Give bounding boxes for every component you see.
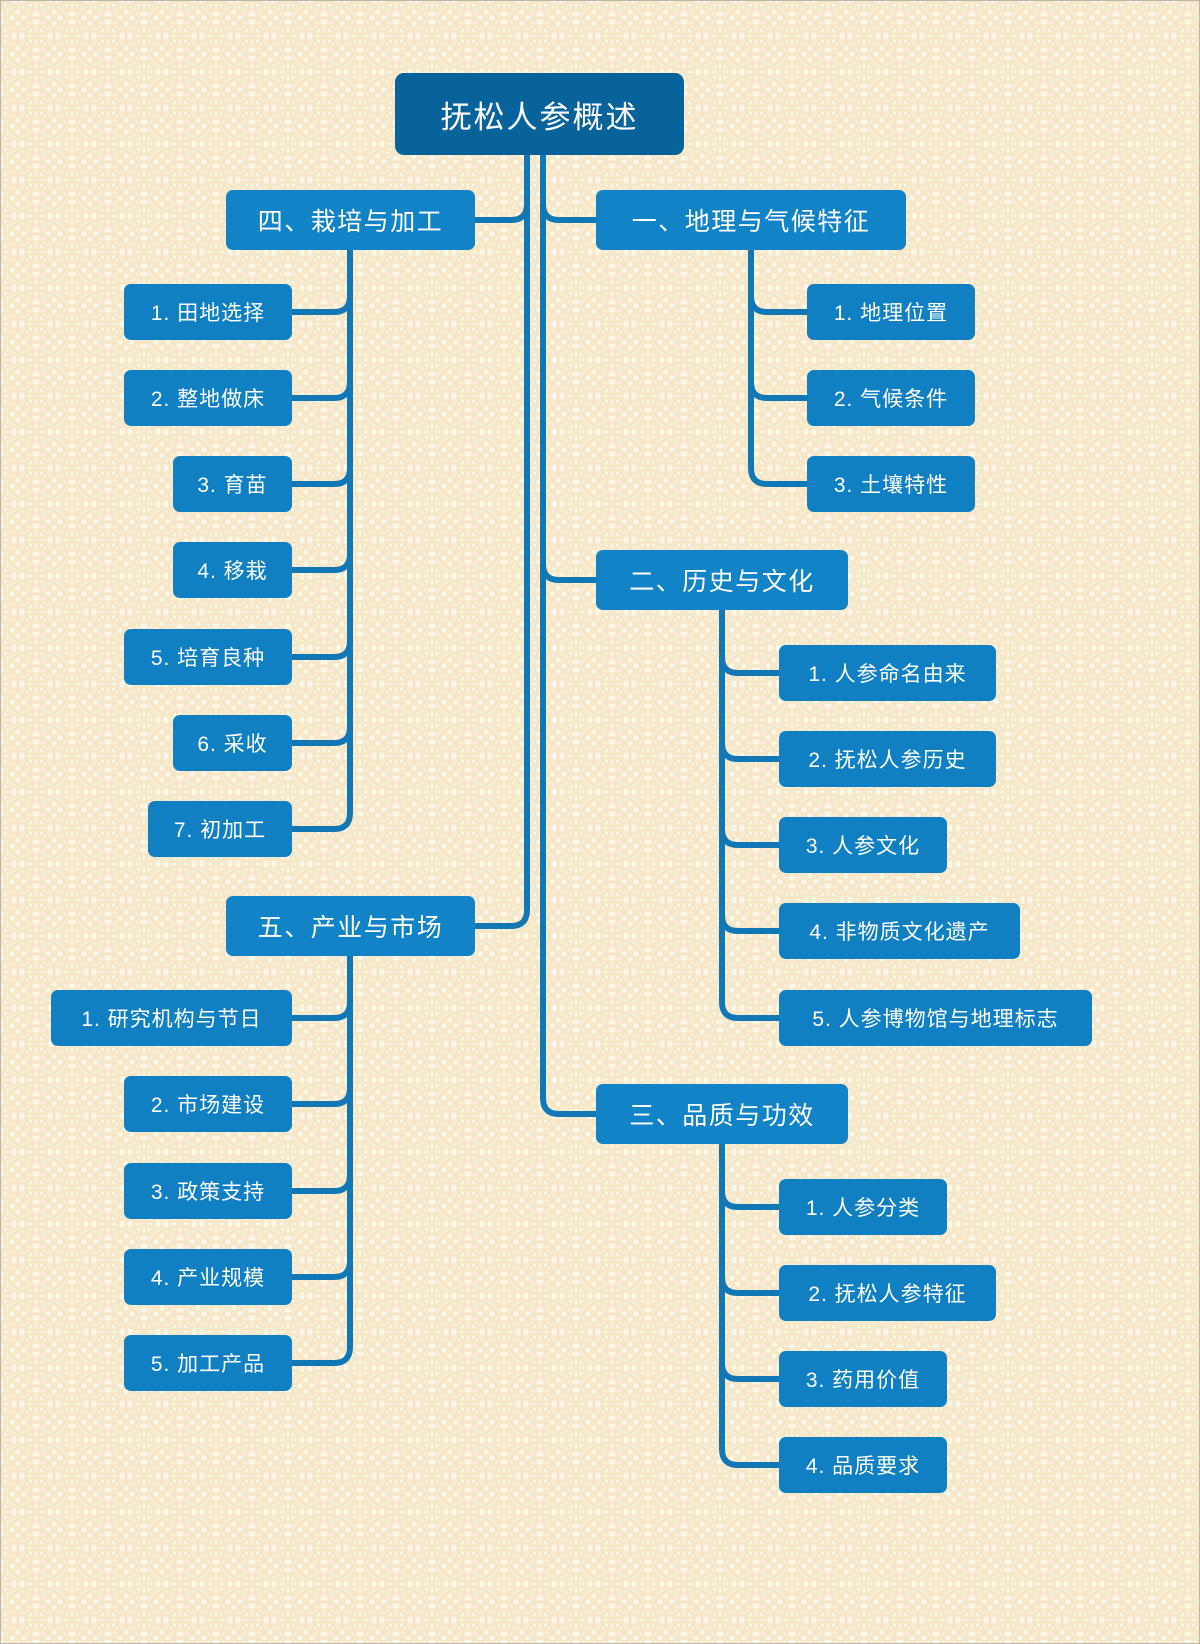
leaf-node-5-5[interactable]: 5. 加工产品 [124, 1335, 292, 1391]
leaf-node-3-3[interactable]: 3. 药用价值 [779, 1351, 947, 1407]
leaf-node-5-5-label: 5. 加工产品 [150, 1353, 266, 1376]
leaf-node-4-6-label: 6. 采收 [197, 733, 268, 756]
root-node[interactable]: 抚松人参概述 [395, 73, 684, 155]
leaf-node-1-1[interactable]: 1. 地理位置 [807, 284, 975, 340]
leaf-node-2-1[interactable]: 1. 人参命名由来 [779, 645, 996, 701]
branch-node-5-label: 五、产业与市场 [257, 914, 444, 942]
leaf-node-4-4-label: 4. 移栽 [197, 560, 268, 583]
leaf-node-5-4[interactable]: 4. 产业规模 [124, 1249, 292, 1305]
leaf-node-2-2[interactable]: 2. 抚松人参历史 [779, 731, 996, 787]
leaf-node-2-3-label: 3. 人参文化 [805, 835, 921, 858]
leaf-node-2-2-label: 2. 抚松人参历史 [808, 749, 967, 772]
leaf-node-3-2-label: 2. 抚松人参特征 [808, 1283, 967, 1306]
leaf-node-3-4-label: 4. 品质要求 [805, 1455, 921, 1478]
leaf-node-4-6[interactable]: 6. 采收 [173, 715, 292, 771]
leaf-node-1-2[interactable]: 2. 气候条件 [807, 370, 975, 426]
leaf-node-3-2[interactable]: 2. 抚松人参特征 [779, 1265, 996, 1321]
leaf-node-3-1-label: 1. 人参分类 [805, 1197, 921, 1220]
leaf-node-2-3[interactable]: 3. 人参文化 [779, 817, 947, 873]
leaf-node-4-7-label: 7. 初加工 [173, 819, 267, 842]
leaf-node-1-3-label: 3. 土壤特性 [833, 474, 949, 497]
branch-node-2-label: 二、历史与文化 [629, 568, 815, 596]
leaf-node-5-3[interactable]: 3. 政策支持 [124, 1163, 292, 1219]
leaf-node-4-3-label: 3. 育苗 [197, 474, 268, 497]
leaf-node-4-1[interactable]: 1. 田地选择 [124, 284, 292, 340]
leaf-node-5-2-label: 2. 市场建设 [150, 1094, 266, 1117]
branch-node-1-label: 一、地理与气候特征 [631, 208, 871, 236]
leaf-node-4-7[interactable]: 7. 初加工 [148, 801, 292, 857]
leaf-node-3-3-label: 3. 药用价值 [805, 1369, 921, 1392]
leaf-node-3-1[interactable]: 1. 人参分类 [779, 1179, 947, 1235]
branch-node-1[interactable]: 一、地理与气候特征 [596, 190, 906, 250]
leaf-node-2-1-label: 1. 人参命名由来 [808, 663, 967, 686]
root-node-label: 抚松人参概述 [440, 99, 639, 135]
leaf-node-5-1-label: 1. 研究机构与节日 [81, 1008, 262, 1031]
leaf-node-1-2-label: 2. 气候条件 [833, 388, 949, 411]
leaf-node-4-4[interactable]: 4. 移栽 [173, 542, 292, 598]
leaf-node-5-2[interactable]: 2. 市场建设 [124, 1076, 292, 1132]
branch-node-4[interactable]: 四、栽培与加工 [226, 190, 475, 250]
leaf-node-4-2[interactable]: 2. 整地做床 [124, 370, 292, 426]
leaf-node-1-3[interactable]: 3. 土壤特性 [807, 456, 975, 512]
branch-node-3-label: 三、品质与功效 [629, 1102, 815, 1130]
leaf-node-4-2-label: 2. 整地做床 [150, 388, 266, 411]
leaf-node-5-1[interactable]: 1. 研究机构与节日 [51, 990, 292, 1046]
leaf-node-4-3[interactable]: 3. 育苗 [173, 456, 292, 512]
leaf-node-1-1-label: 1. 地理位置 [833, 302, 949, 325]
branch-node-5[interactable]: 五、产业与市场 [226, 896, 475, 956]
leaf-node-4-5[interactable]: 5. 培育良种 [124, 629, 292, 685]
leaf-node-4-5-label: 5. 培育良种 [150, 647, 266, 670]
leaf-node-4-1-label: 1. 田地选择 [150, 302, 266, 325]
branch-node-3[interactable]: 三、品质与功效 [596, 1084, 848, 1144]
leaf-node-3-4[interactable]: 4. 品质要求 [779, 1437, 947, 1493]
leaf-node-2-5[interactable]: 5. 人参博物馆与地理标志 [779, 990, 1092, 1046]
branch-node-2[interactable]: 二、历史与文化 [596, 550, 848, 610]
leaf-node-2-4[interactable]: 4. 非物质文化遗产 [779, 903, 1020, 959]
branch-node-4-label: 四、栽培与加工 [257, 208, 444, 236]
leaf-node-5-4-label: 4. 产业规模 [150, 1267, 266, 1290]
leaf-node-2-4-label: 4. 非物质文化遗产 [809, 921, 990, 944]
leaf-node-2-5-label: 5. 人参博物馆与地理标志 [812, 1008, 1059, 1031]
leaf-node-5-3-label: 3. 政策支持 [150, 1181, 266, 1204]
